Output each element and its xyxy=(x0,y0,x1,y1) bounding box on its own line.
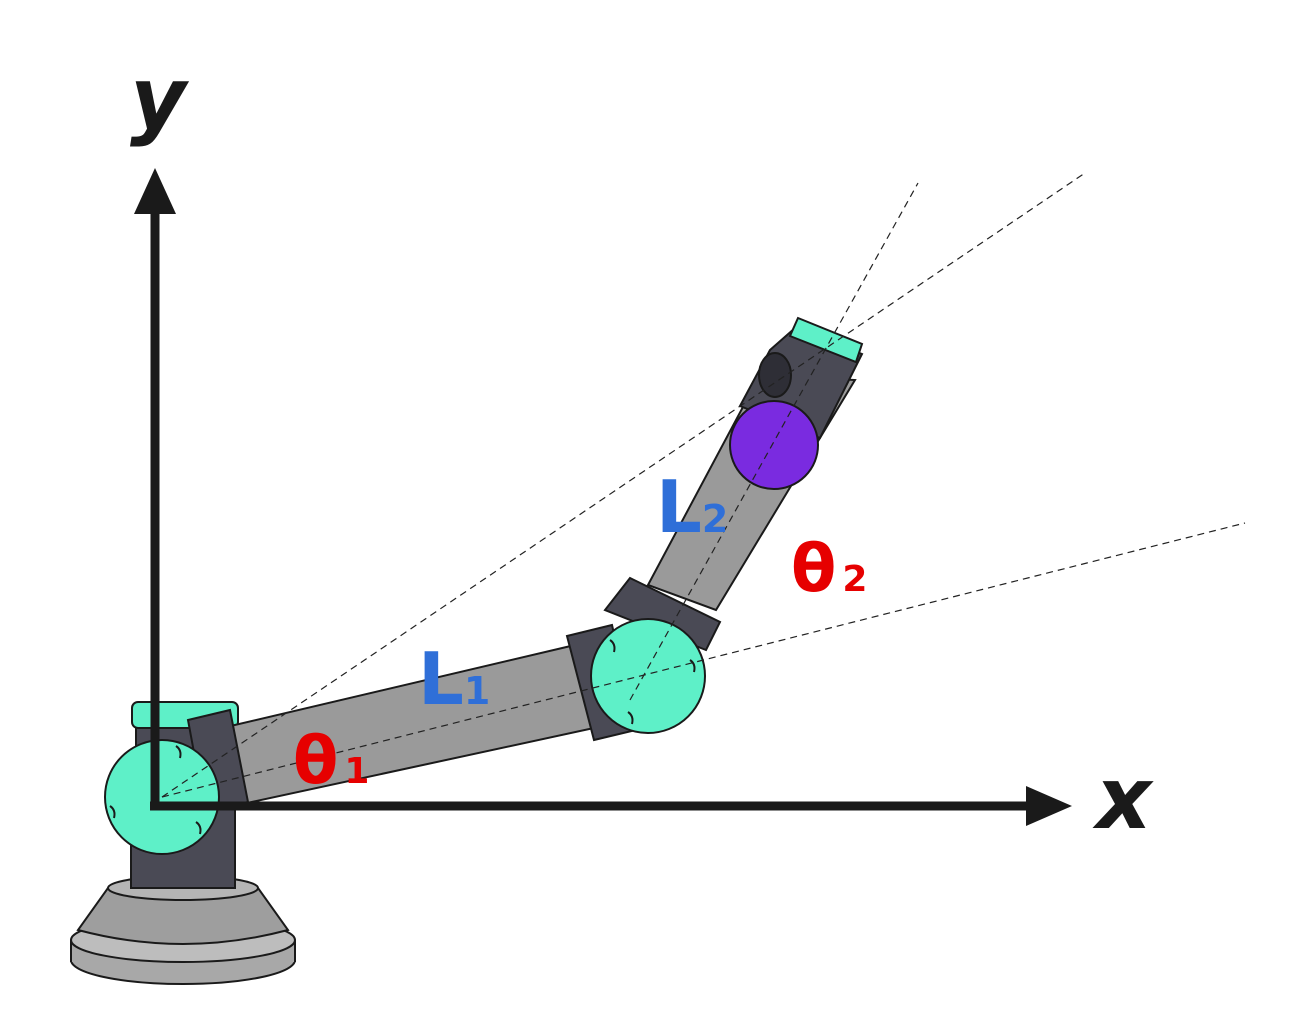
link-2-label: L2 xyxy=(656,465,728,549)
x-axis-arrowhead xyxy=(1026,786,1072,826)
y-axis-arrowhead xyxy=(134,168,176,214)
wrist-back-cap xyxy=(758,352,792,398)
link-1-extension-dashed xyxy=(161,172,1086,798)
joint-icon xyxy=(590,618,706,734)
link-2-collar-elbow xyxy=(603,576,722,652)
y-axis-label: y xyxy=(130,49,190,149)
wrist-top-cap xyxy=(788,316,864,364)
construction-lines xyxy=(161,172,1246,798)
base-cone xyxy=(76,887,290,945)
end-effector-icon xyxy=(729,400,819,490)
x-axis-label: x xyxy=(1092,749,1154,849)
coordinate-axes xyxy=(134,168,1072,826)
link-1-axis-dashed xyxy=(161,522,1246,798)
elbow-joint xyxy=(590,618,706,734)
link-2-axis-dashed xyxy=(629,182,919,701)
link-1-segment xyxy=(186,623,638,814)
end-effector xyxy=(729,400,819,490)
link-1-label: L1 xyxy=(418,637,490,721)
